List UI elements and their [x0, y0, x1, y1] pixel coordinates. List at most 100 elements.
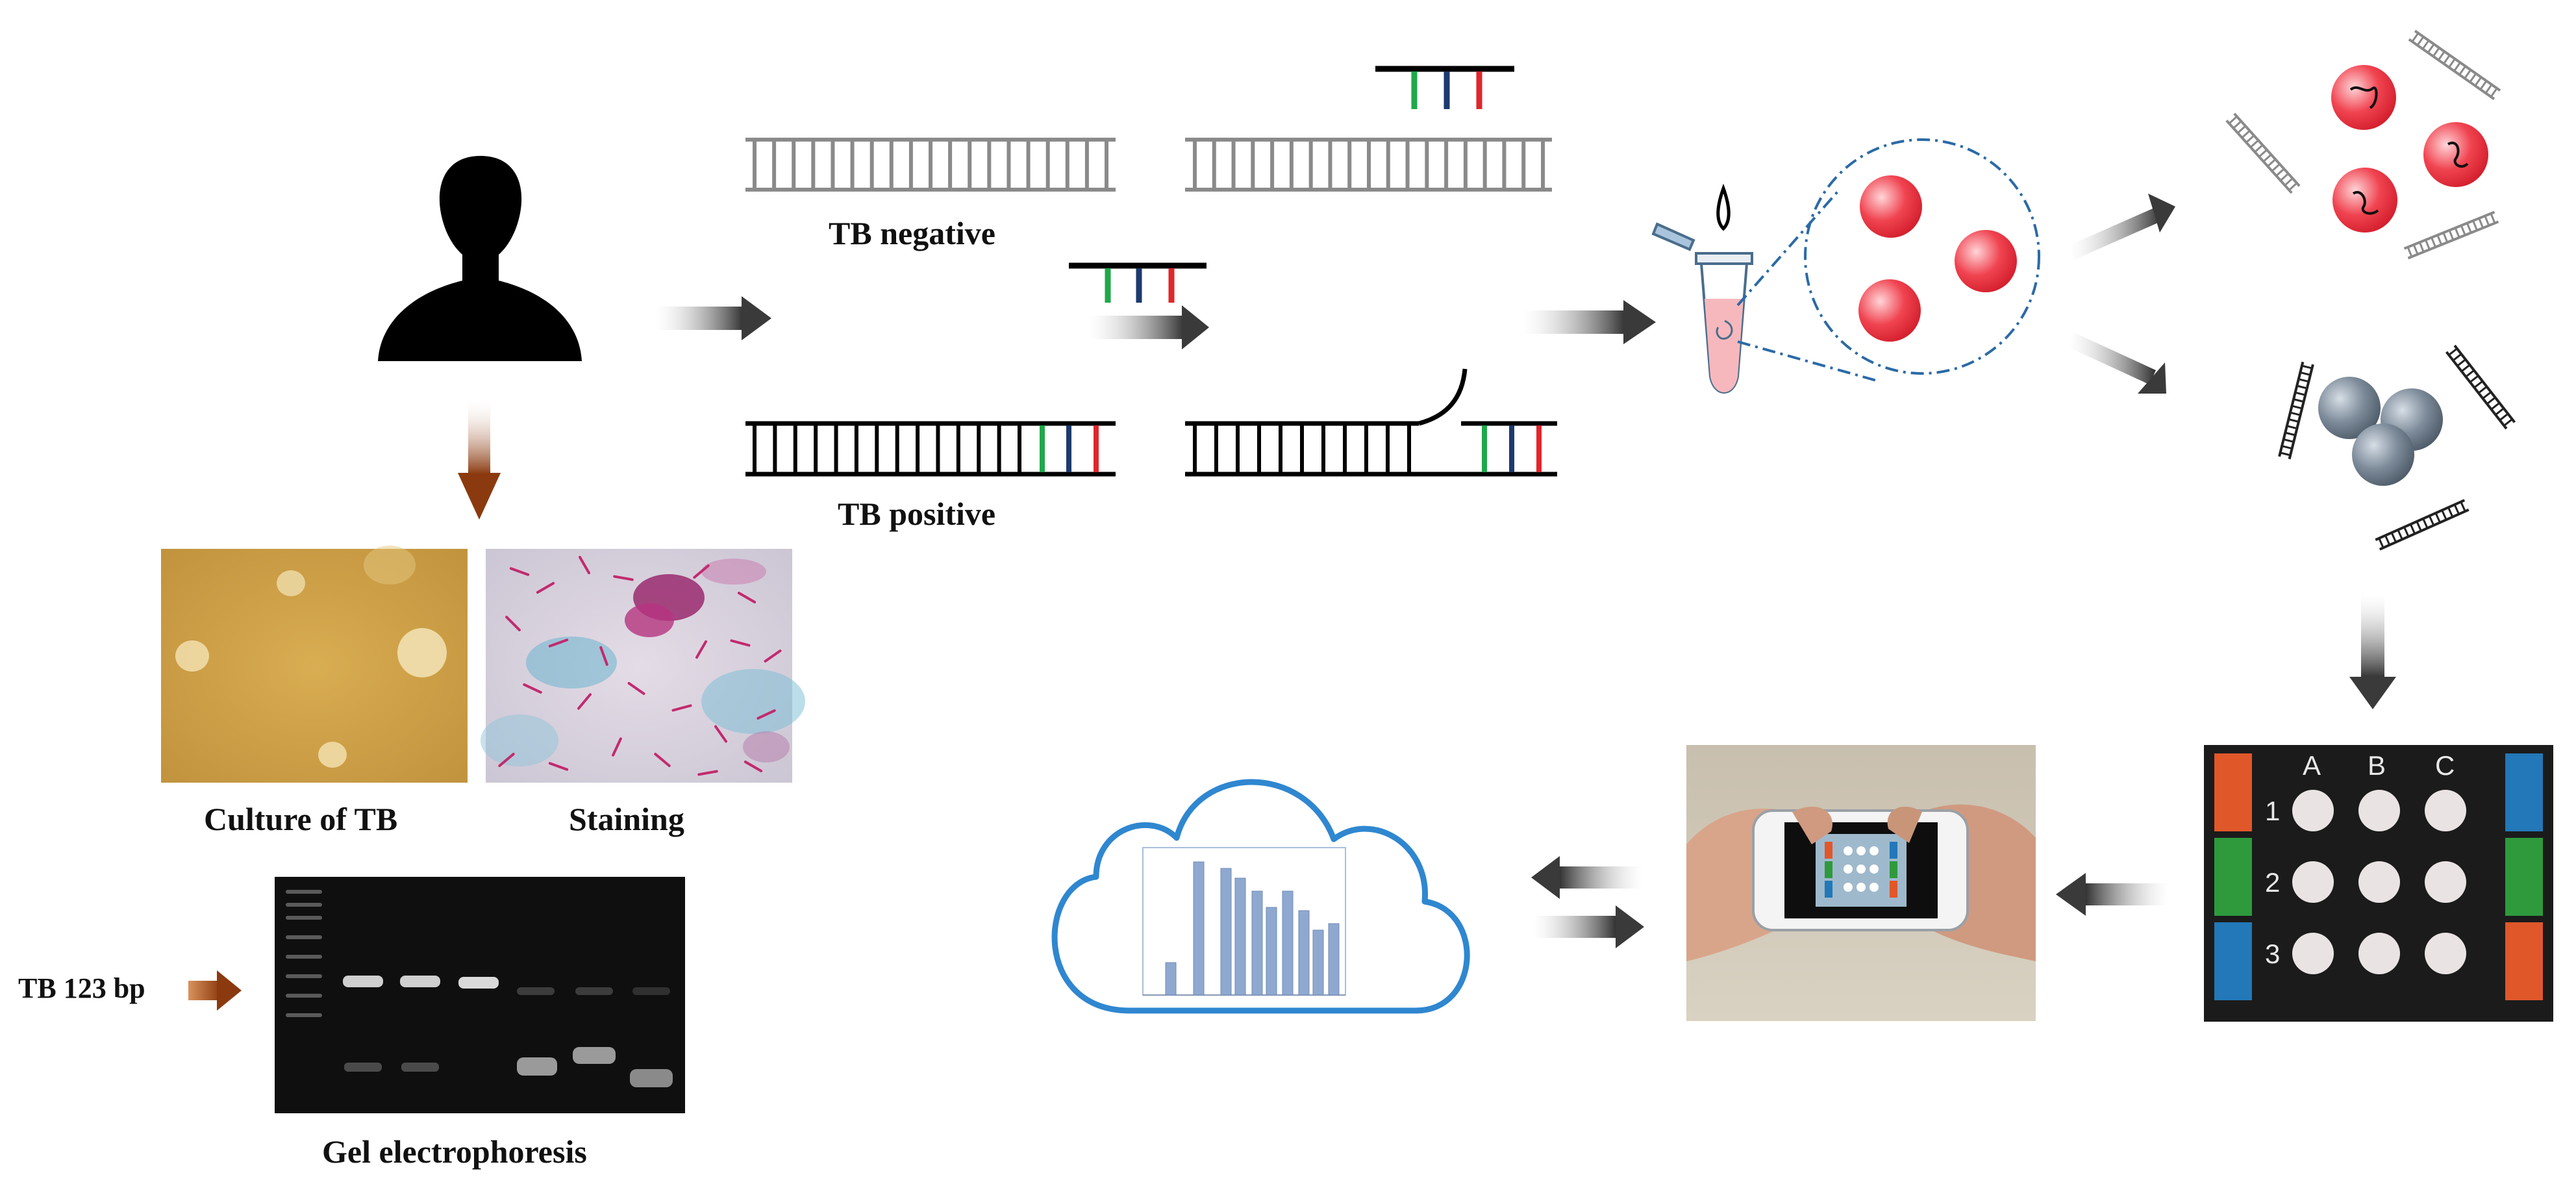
array-well [2425, 861, 2466, 903]
bacillus [599, 646, 608, 666]
phone-well [1844, 846, 1853, 855]
ladder-band [286, 1013, 322, 1017]
array-well [2425, 933, 2466, 974]
bacillus [548, 762, 569, 771]
ladder-band [286, 890, 322, 894]
bacillus [498, 753, 515, 767]
bacillus [697, 770, 718, 776]
array-col-a: A [2303, 750, 2321, 781]
staining-label: Staining [569, 801, 684, 837]
phone-screen-array [1825, 842, 1897, 898]
smartphone-photo [1686, 745, 2036, 1021]
arrow-phone-to-cloud [1531, 856, 1643, 899]
dna-rungs [753, 142, 1108, 188]
duplex-dna-fragment [2278, 344, 2516, 551]
gel-bands [343, 976, 673, 1087]
array-well [2358, 933, 2400, 974]
culture-photo [161, 546, 468, 783]
bacillus [757, 709, 776, 720]
array-row-2: 2 [2265, 867, 2281, 898]
cloud-bar [1234, 877, 1246, 996]
zoom-lines [1736, 138, 2040, 382]
detection-array [2204, 745, 2553, 1022]
array-col-b: B [2368, 750, 2386, 781]
array-well [2292, 933, 2334, 974]
bacillus [523, 683, 542, 694]
bacillus [577, 693, 592, 710]
dispersed-red-nanoparticles [2225, 29, 2501, 260]
bacillus [671, 704, 692, 712]
array-wells [2292, 790, 2466, 974]
array-well [2358, 790, 2400, 831]
arrow-down-to-array [2349, 594, 2396, 709]
cloud-bar [1328, 923, 1340, 996]
cloud-bar [1165, 962, 1177, 996]
bacillus [693, 564, 710, 579]
dna-strand-displacement [1185, 368, 1557, 477]
phone-well [1869, 883, 1879, 892]
dna-rungs [1193, 142, 1545, 188]
dna-rungs [753, 425, 1021, 472]
dna-fragment [2408, 29, 2501, 101]
tb-bp-label: TB 123 bp [18, 972, 145, 1004]
tube-icon [1651, 183, 1753, 394]
bacillus [730, 639, 751, 647]
staining-photo [481, 549, 805, 783]
cloud-bar [1193, 861, 1205, 996]
free-probe-top [1375, 66, 1514, 109]
dna-fragment [2403, 210, 2499, 260]
cloud-bar-chart [1142, 847, 1346, 996]
bacillus [613, 575, 634, 581]
arrow-person-to-dna [656, 296, 771, 340]
bacillus [579, 555, 590, 575]
phone-well [1857, 846, 1866, 855]
cloud-bar [1282, 890, 1294, 996]
array-well [2292, 861, 2334, 903]
single-dna-fragment [2225, 29, 2501, 260]
cloud-bar [1220, 868, 1232, 996]
ladder-band [286, 974, 322, 978]
culture-label: Culture of TB [204, 801, 398, 837]
aggregated-gray-nanoparticles [2278, 344, 2516, 551]
tb-positive-label: TB positive [838, 496, 996, 532]
ladder-band [286, 916, 322, 920]
arrow-probe-binding [1088, 305, 1209, 349]
array-row-3: 3 [2265, 939, 2281, 969]
array-col-c: C [2435, 750, 2455, 781]
dna-fragment [2445, 344, 2516, 430]
dna-duplex-negative-with-probe [1185, 138, 1552, 192]
ladder-band [286, 994, 322, 998]
bacillus [627, 681, 645, 696]
stained-bacilli [498, 555, 782, 776]
arrow-to-dispersed [2069, 194, 2175, 260]
nanoparticles-in-solution [1858, 175, 2017, 342]
arrow-array-to-phone [2056, 873, 2169, 916]
cloud-bar [1298, 910, 1310, 996]
bacillus [654, 753, 671, 767]
arrow-down-brown [458, 399, 501, 520]
arrow-gel-band-pointer [188, 970, 242, 1011]
phone-well [1869, 846, 1879, 855]
phone-well [1844, 883, 1853, 892]
bacillus [548, 638, 569, 648]
gel-electrophoresis-photo [275, 877, 685, 1113]
ladder-band [286, 903, 322, 907]
bacillus [509, 567, 530, 576]
bacillus [714, 725, 728, 743]
phone-well [1844, 864, 1853, 874]
probe-middle [1069, 262, 1207, 303]
cloud-bar [1312, 929, 1324, 996]
bacillus [612, 737, 622, 757]
arrow-cloud-to-phone [1532, 905, 1644, 948]
dna-fragment [2278, 361, 2314, 460]
arrow-to-tube [1523, 300, 1656, 344]
dna-duplex-negative [745, 138, 1116, 192]
bacillus [536, 582, 555, 594]
phone-well [1857, 883, 1866, 892]
array-well [2292, 790, 2334, 831]
bacillus [505, 616, 521, 631]
array-row-1: 1 [2265, 796, 2281, 826]
dna-fragment [2225, 112, 2301, 194]
